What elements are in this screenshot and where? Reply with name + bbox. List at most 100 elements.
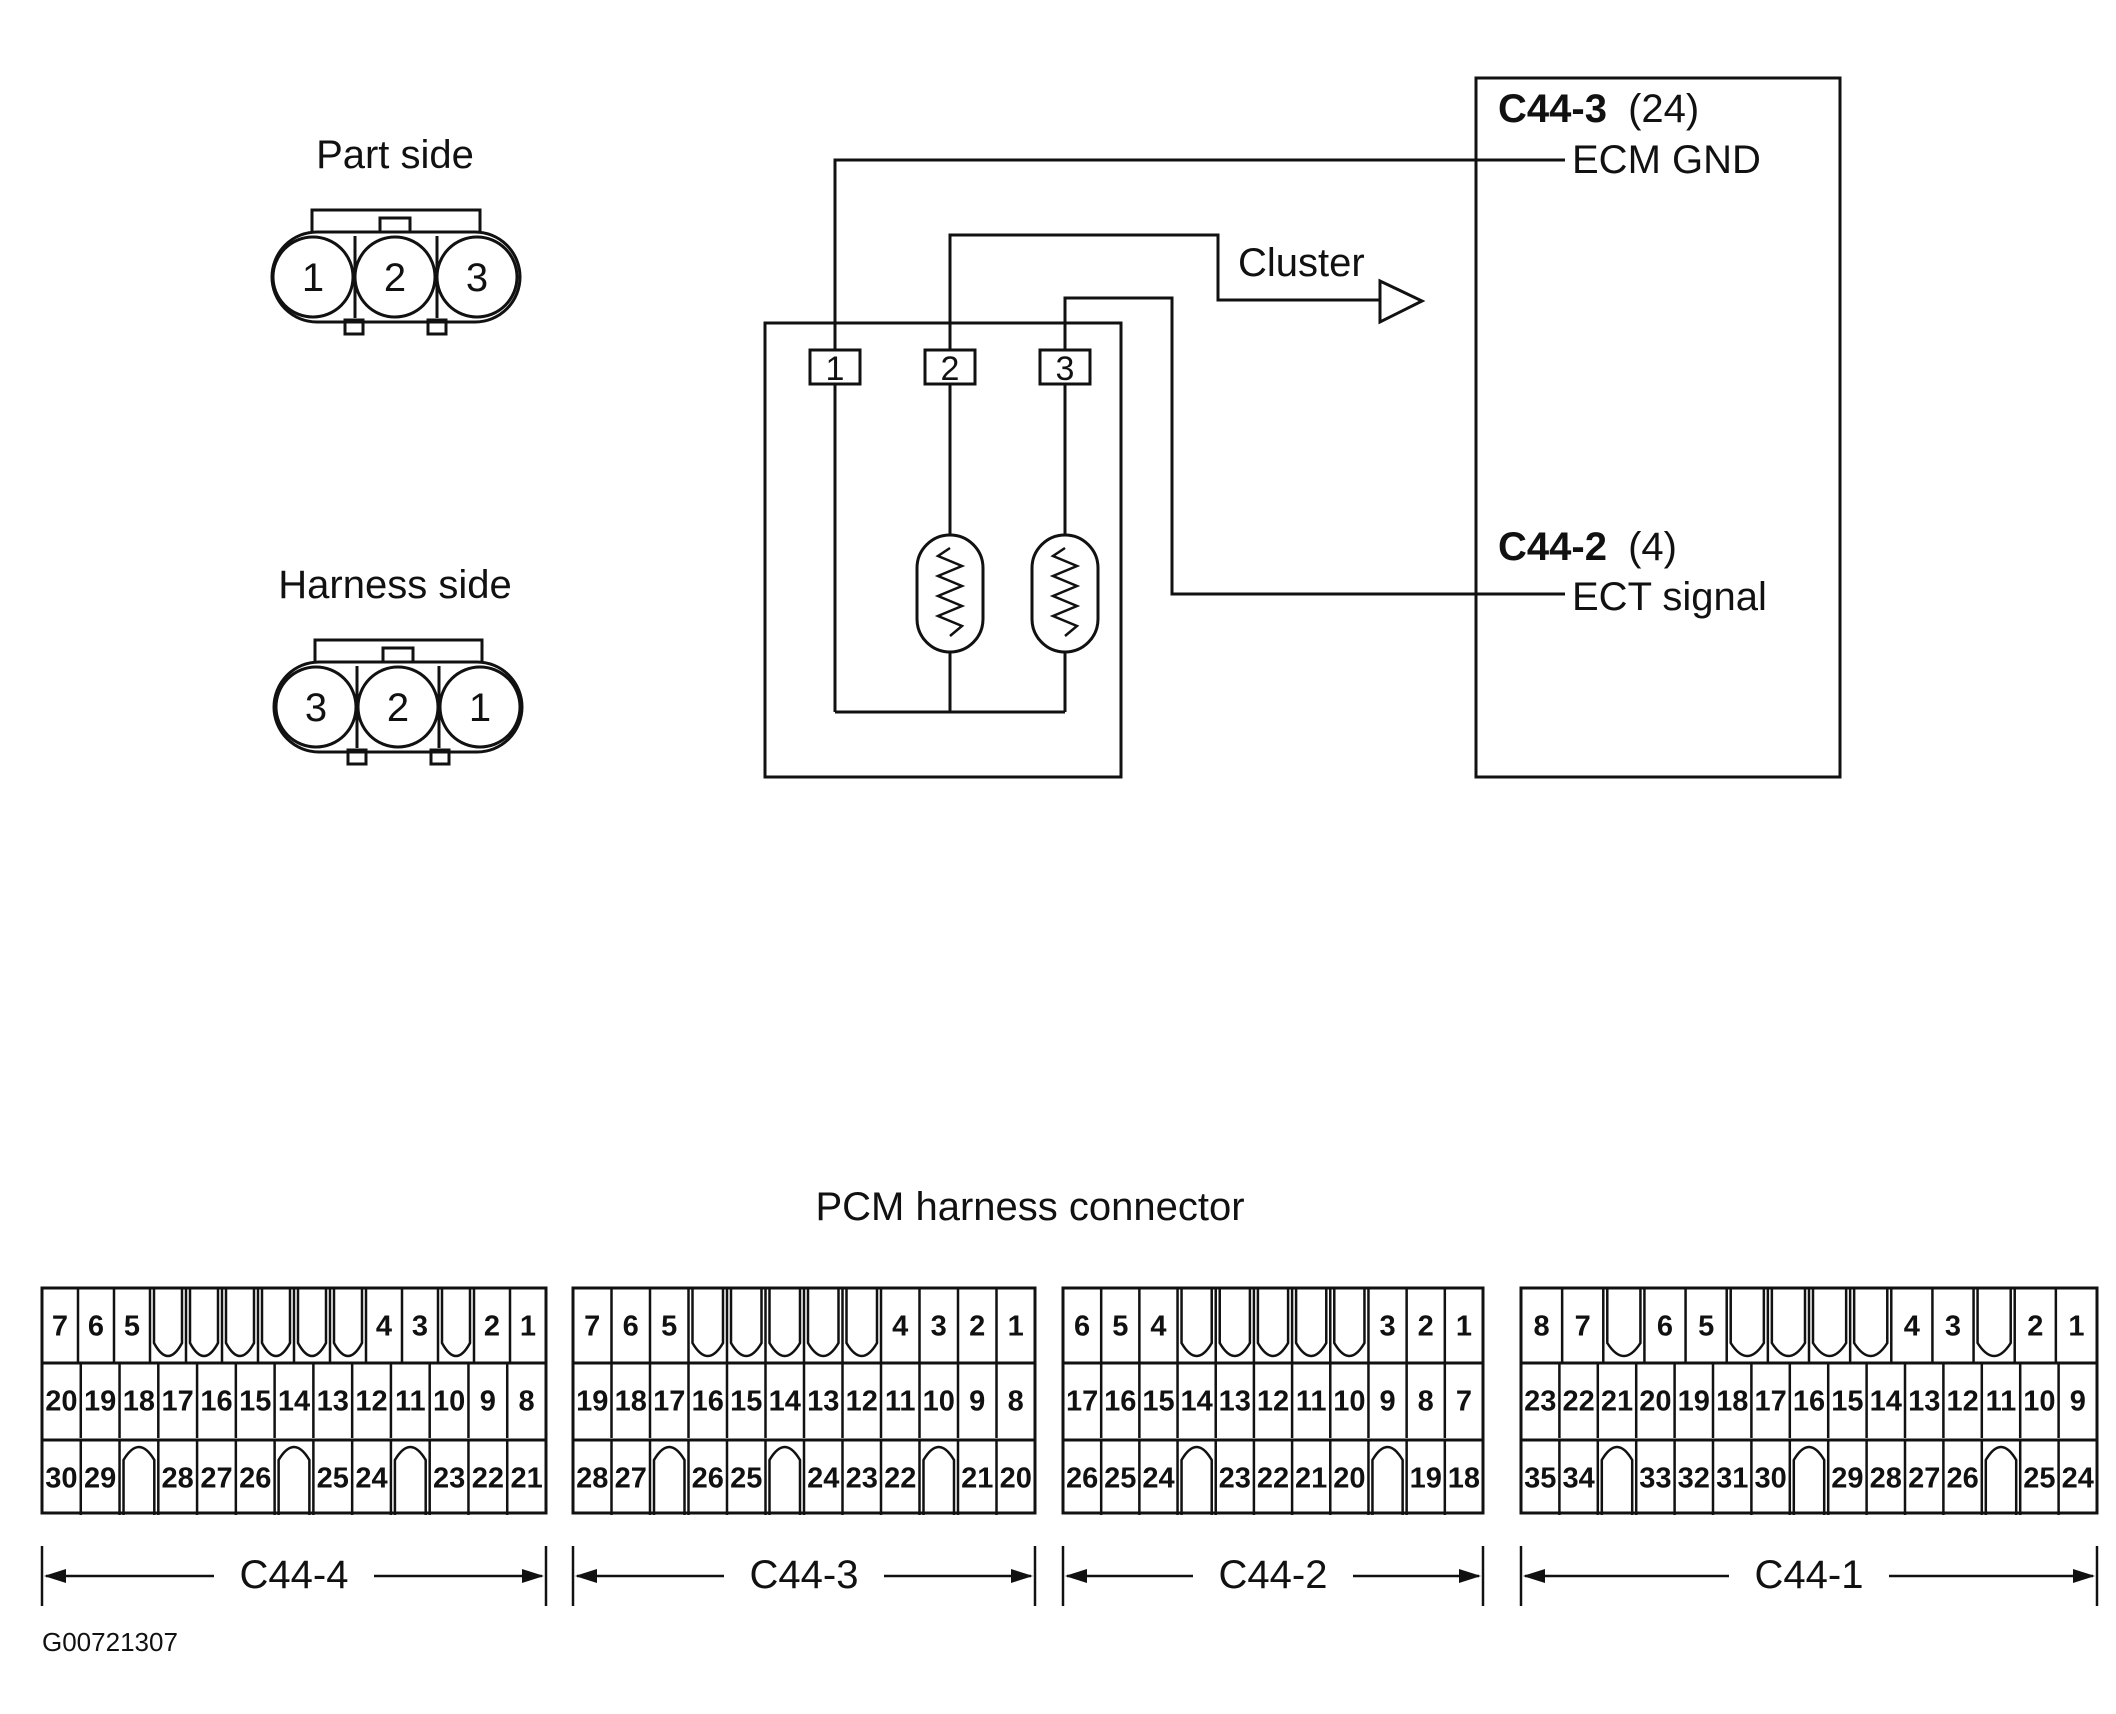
pcm-pin: 15 — [239, 1386, 271, 1418]
pcm-pin: 21 — [1601, 1386, 1633, 1418]
pcm-pin: 26 — [692, 1463, 724, 1495]
pcm-pin: 12 — [355, 1386, 387, 1418]
pcm-pin: 32 — [1678, 1463, 1710, 1495]
pcm-pin: 5 — [1698, 1311, 1714, 1343]
pcm-pin: 2 — [2027, 1311, 2043, 1343]
pcm-pin: 4 — [376, 1311, 392, 1343]
connector-key-notch — [1180, 1288, 1213, 1358]
pcm-pin: 3 — [931, 1311, 947, 1343]
pcm-pin: 1 — [2068, 1311, 2084, 1343]
pcm-pin: 23 — [433, 1463, 465, 1495]
pcm-pin: 10 — [923, 1386, 955, 1418]
connector-key-notch — [1792, 1445, 1826, 1515]
part-side-connector: Part side 1 2 3 — [270, 133, 522, 336]
pcm-pin: 18 — [615, 1386, 647, 1418]
dimension-arrow-icon — [44, 1569, 66, 1583]
pcm-pin: 34 — [1562, 1463, 1594, 1495]
pcm-pin: 28 — [162, 1463, 194, 1495]
pcm-pin: 11 — [395, 1386, 426, 1418]
pcm-pin: 23 — [1219, 1463, 1251, 1495]
connector-key-notch — [188, 1288, 220, 1358]
svg-text:2: 2 — [941, 350, 960, 388]
pcm-pin: 19 — [576, 1386, 608, 1418]
pcm-pin: 18 — [1448, 1463, 1480, 1495]
ect-signal-pin: (4) — [1628, 525, 1677, 569]
pcm-pin: 19 — [1410, 1463, 1442, 1495]
pcm-block-label: C44-3 — [750, 1553, 859, 1597]
pcm-pin: 6 — [88, 1311, 104, 1343]
connector-key-notch — [922, 1445, 956, 1515]
pcm-pin: 28 — [1870, 1463, 1902, 1495]
pcm-pin: 22 — [472, 1463, 504, 1495]
pcm-pin: 4 — [1904, 1311, 1920, 1343]
pcm-pin: 24 — [1142, 1463, 1174, 1495]
pcm-pin: 10 — [1333, 1386, 1365, 1418]
part-pin-1: 1 — [302, 256, 324, 300]
pcm-pin: 4 — [892, 1311, 908, 1343]
pcm-pin: 16 — [692, 1386, 724, 1418]
part-pin-2: 2 — [384, 256, 406, 300]
pcm-pin: 14 — [1181, 1386, 1213, 1418]
sensor-box: 1 2 3 — [763, 321, 1123, 779]
pcm-pin: 10 — [2023, 1386, 2055, 1418]
connector-key-notch — [1218, 1288, 1252, 1358]
pcm-pin: 8 — [1008, 1386, 1024, 1418]
pcm-pin: 26 — [1946, 1463, 1978, 1495]
pcm-pin: 3 — [1379, 1311, 1395, 1343]
cluster-label: Cluster — [1238, 241, 1365, 285]
pcm-pin: 6 — [1657, 1311, 1673, 1343]
pcm-pin: 27 — [200, 1463, 232, 1495]
harness-wires: Cluster — [833, 158, 1565, 596]
harness-side-label: Harness side — [278, 563, 511, 607]
pcm-pin: 31 — [1716, 1463, 1748, 1495]
pcm-pin: 3 — [1945, 1311, 1961, 1343]
pcm-pin: 25 — [730, 1463, 762, 1495]
cluster-arrow-icon — [1378, 278, 1426, 325]
pcm-pin: 11 — [1986, 1386, 2017, 1418]
pcm-pin: 27 — [615, 1463, 647, 1495]
connector-key-notch — [768, 1288, 802, 1358]
connector-key-notch — [845, 1288, 879, 1358]
pcm-pin: 20 — [1000, 1463, 1032, 1495]
connector-key-notch — [1811, 1288, 1848, 1358]
connector-key-notch — [1606, 1288, 1642, 1358]
harness-side-connector: Harness side 3 2 1 — [272, 563, 524, 766]
pcm-pin: 1 — [1456, 1311, 1472, 1343]
pcm-pin: 13 — [317, 1386, 349, 1418]
pcm-pin: 17 — [1754, 1386, 1786, 1418]
pcm-pin: 25 — [317, 1463, 349, 1495]
pcm-pin: 25 — [2023, 1463, 2055, 1495]
pcm-pin: 1 — [1008, 1311, 1024, 1343]
connector-key-notch — [768, 1445, 802, 1515]
pcm-pin: 12 — [846, 1386, 878, 1418]
pcm-pin: 25 — [1104, 1463, 1136, 1495]
thermistor-gauge — [915, 533, 985, 654]
pcm-pin: 19 — [84, 1386, 116, 1418]
pcm-pin: 17 — [162, 1386, 194, 1418]
pcm-pin: 4 — [1150, 1311, 1166, 1343]
connector-key-notch — [1333, 1288, 1366, 1358]
connector-key-notch — [1852, 1288, 1889, 1358]
pcm-pin: 18 — [1716, 1386, 1748, 1418]
connector-key-notch — [122, 1445, 156, 1515]
ect-signal-connector: C44-2 — [1498, 525, 1607, 569]
pcm-pin: 7 — [1575, 1311, 1591, 1343]
pcm-pin: 5 — [1112, 1311, 1128, 1343]
pcm-pin: 10 — [433, 1386, 465, 1418]
pcm-pin: 6 — [1074, 1311, 1090, 1343]
pcm-pin: 21 — [1295, 1463, 1327, 1495]
figure-id: G00721307 — [42, 1627, 178, 1657]
dimension-arrow-icon — [1065, 1569, 1087, 1583]
pcm-pin: 26 — [239, 1463, 271, 1495]
pcm-pin: 6 — [623, 1311, 639, 1343]
connector-key-notch — [152, 1288, 184, 1358]
connector-key-notch — [224, 1288, 256, 1358]
pcm-pin: 22 — [1257, 1463, 1289, 1495]
connector-key-notch — [1256, 1288, 1290, 1358]
connector-key-notch — [691, 1288, 725, 1358]
pcm-pin: 3 — [412, 1311, 428, 1343]
pcm-pin: 23 — [1524, 1386, 1556, 1418]
